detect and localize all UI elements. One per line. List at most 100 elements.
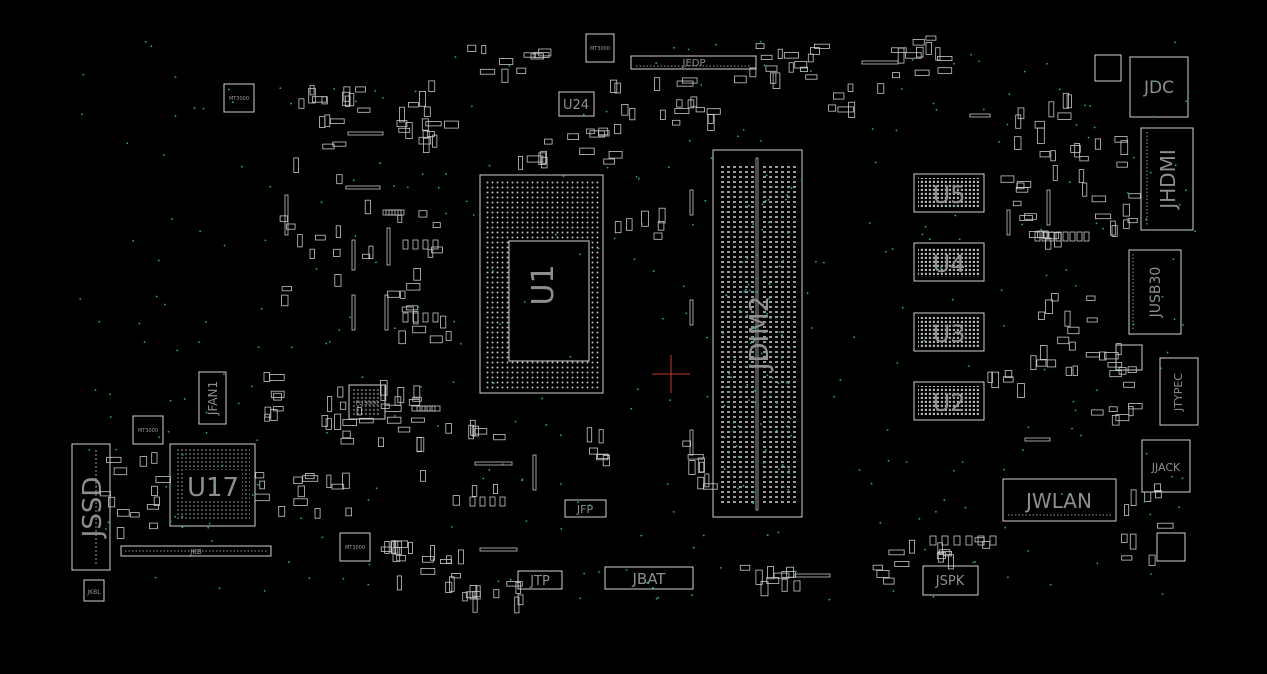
via-dot	[98, 320, 101, 323]
component-footprint	[953, 535, 961, 546]
component-footprint	[676, 99, 683, 108]
via-dot	[325, 342, 328, 345]
memory-chip-u2[interactable]: U2	[913, 381, 985, 421]
u4-label: U4	[933, 250, 966, 278]
via-dot	[144, 41, 147, 43]
via-dot	[1075, 124, 1078, 126]
component-footprint	[423, 106, 431, 117]
via-dot	[260, 307, 263, 310]
via-dot	[492, 382, 495, 385]
mount-hole-3-label: MT3000	[138, 428, 158, 434]
component-footprint	[462, 592, 468, 602]
connector-jspk[interactable]: JSPK	[922, 565, 979, 596]
via-dot	[823, 261, 825, 264]
component-footprint	[362, 253, 371, 259]
via-dot	[809, 70, 812, 73]
component-footprint	[351, 294, 356, 331]
component-footprint	[479, 547, 518, 552]
memory-chip-u5[interactable]: U5	[913, 173, 985, 213]
connector-jusb30[interactable]: JUSB30	[1128, 249, 1182, 335]
component-footprint	[116, 527, 125, 539]
component-footprint	[533, 52, 550, 58]
via-dot	[905, 461, 908, 463]
component-footprint	[264, 406, 272, 418]
dimm-slot-jdim2[interactable]: JDIM2	[712, 149, 803, 518]
component-footprint	[492, 483, 498, 494]
component-footprint	[418, 136, 432, 145]
jedp-label: JEDP	[682, 58, 706, 69]
via-dot	[692, 546, 695, 549]
via-dot	[164, 303, 166, 306]
u24-label: U24	[563, 98, 589, 113]
memory-chip-u4[interactable]: U4	[913, 242, 985, 282]
component-footprint	[891, 47, 907, 53]
connector-jjack[interactable]: JJACK	[1141, 439, 1191, 493]
connector-jtypec[interactable]: JTYPEC	[1159, 357, 1199, 426]
via-dot	[1021, 223, 1024, 226]
connector-jssd[interactable]: JSSD	[71, 443, 111, 571]
component-footprint	[660, 109, 666, 120]
connector-jfan1[interactable]: JFAN1	[198, 371, 227, 425]
memory-chip-u3[interactable]: U3	[913, 312, 985, 352]
component-footprint	[259, 480, 265, 490]
via-dot	[559, 434, 562, 437]
via-dot	[605, 110, 608, 113]
connector-jwlan[interactable]: JWLAN	[1002, 478, 1117, 522]
via-dot	[82, 73, 85, 76]
jhdmi-label: JHDMI	[1156, 149, 1180, 211]
mount-hole-5	[1094, 54, 1122, 82]
component-footprint	[445, 581, 453, 594]
via-dot	[523, 301, 526, 303]
chip-pu3000[interactable]: PU3000	[348, 384, 386, 420]
component-footprint	[894, 561, 910, 567]
component-footprint	[598, 127, 609, 136]
jjack-label: JJACK	[1151, 461, 1181, 474]
connector-jbat[interactable]: JBAT	[604, 566, 694, 590]
component-footprint	[1127, 366, 1137, 373]
via-dot	[943, 499, 946, 502]
via-dot	[107, 521, 110, 524]
connector-jdc[interactable]: JDC	[1129, 56, 1189, 118]
component-footprint	[699, 461, 705, 473]
component-footprint	[608, 150, 623, 159]
via-dot	[682, 285, 685, 288]
via-dot	[349, 316, 351, 319]
connector-jkbl[interactable]: JKBL	[83, 579, 105, 602]
component-footprint	[401, 306, 414, 313]
via-dot	[393, 185, 395, 187]
component-footprint	[281, 294, 289, 307]
component-footprint	[458, 549, 464, 565]
component-footprint	[405, 122, 413, 139]
via-dot	[633, 258, 636, 261]
via-dot	[221, 464, 224, 467]
via-dot	[886, 429, 889, 431]
connector-jedp[interactable]: JEDP	[630, 55, 757, 70]
component-footprint	[334, 274, 342, 287]
chip-u17[interactable]: U17	[169, 443, 256, 527]
via-dot	[781, 216, 784, 218]
component-footprint	[888, 549, 905, 556]
component-footprint	[828, 104, 837, 112]
component-footprint	[412, 239, 419, 250]
connector-jfp[interactable]: JFP	[564, 499, 607, 518]
component-footprint	[1066, 94, 1072, 109]
via-dot	[374, 90, 377, 92]
component-footprint	[431, 246, 443, 254]
chip-u24[interactable]: U24	[558, 91, 595, 117]
component-footprint	[413, 385, 421, 399]
via-dot	[746, 416, 749, 419]
component-footprint	[1048, 231, 1055, 242]
via-dot	[420, 386, 423, 388]
via-dot	[375, 487, 378, 490]
component-footprint	[977, 535, 985, 546]
component-footprint	[688, 460, 696, 475]
via-dot	[839, 379, 842, 381]
via-dot	[613, 237, 616, 240]
cpu-u1[interactable]: U1	[479, 174, 604, 394]
component-footprint	[689, 429, 694, 456]
connector-jhdmi[interactable]: JHDMI	[1140, 127, 1194, 231]
connector-jtp[interactable]: JTP	[517, 570, 563, 590]
via-dot	[352, 179, 355, 182]
connector-jkb[interactable]: JKB	[120, 545, 272, 557]
